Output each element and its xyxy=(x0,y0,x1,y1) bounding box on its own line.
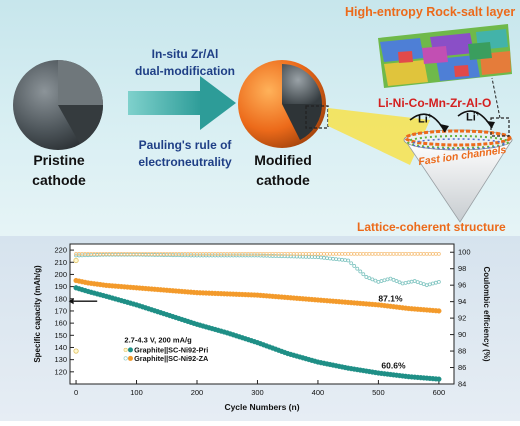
y2-tick-label: 84 xyxy=(458,380,466,389)
series-point-3 xyxy=(436,251,441,256)
series-point-0 xyxy=(436,376,442,382)
process-arrow xyxy=(128,76,236,130)
first-cycle-ce-point xyxy=(73,348,79,354)
condition-label: 2.7-4.3 V, 200 mA/g xyxy=(124,336,192,345)
y2-axis-label: Coulombic efficiency (%) xyxy=(482,266,491,361)
x-tick-label: 600 xyxy=(433,388,446,397)
x-tick-label: 200 xyxy=(191,388,204,397)
y-tick-label: 160 xyxy=(54,319,67,328)
series-point-2 xyxy=(391,277,396,282)
series-point-1 xyxy=(436,308,442,314)
cycling-chart: 0 100 200 300 400 500 600 120 130 140 150 160 170 180… xyxy=(33,243,491,412)
composition-label: Li-Ni-Co-Mn-Zr-Al-O xyxy=(378,96,492,110)
modified-label-line1: Modified xyxy=(254,152,312,168)
x-tick-label: 100 xyxy=(130,388,143,397)
y-tick-label: 140 xyxy=(54,343,67,352)
schematic-panel: Pristine cathode In-situ Zr/Al dual-modi… xyxy=(0,0,520,236)
plot-area xyxy=(69,243,455,385)
series-point-2 xyxy=(346,258,351,263)
series-point-2 xyxy=(436,279,441,284)
y-tick-label: 170 xyxy=(54,306,67,315)
pristine-label-line2: cathode xyxy=(32,172,86,188)
legend-label-za: Graphite||SC-Ni92-ZA xyxy=(134,354,209,363)
modified-label-line2: cathode xyxy=(256,172,310,188)
y-tick-label: 190 xyxy=(54,282,67,291)
series-point-2 xyxy=(361,272,366,277)
first-cycle-ce-point xyxy=(73,257,79,264)
legend-ce-marker-pri xyxy=(123,347,128,352)
series-point-2 xyxy=(397,280,402,285)
series-point-2 xyxy=(352,264,357,268)
li-ion-label-right: Li+ xyxy=(466,111,480,124)
x-tick-label: 0 xyxy=(74,388,78,397)
zoom-beam xyxy=(328,108,430,165)
series-point-2 xyxy=(358,269,363,274)
annotation-retention-pri: 60.6% xyxy=(381,361,406,371)
rule-line2: electroneutrality xyxy=(138,155,232,169)
annotation-retention-za: 87.1% xyxy=(378,294,403,304)
lattice-cone xyxy=(403,117,513,223)
method-line2: dual-modification xyxy=(135,64,235,78)
y-tick-label: 200 xyxy=(54,270,67,279)
li-ion-label-left: Li+ xyxy=(418,113,432,126)
series-point-2 xyxy=(364,275,369,279)
series-point-2 xyxy=(373,278,378,283)
x-tick-label: 500 xyxy=(372,388,385,397)
y-tick-label: 180 xyxy=(54,294,67,303)
legend-marker-pri xyxy=(127,347,133,353)
x-axis-label: Cycle Numbers (n) xyxy=(224,402,299,412)
series-point-2 xyxy=(388,276,393,281)
method-line1: In-situ Zr/Al xyxy=(151,47,219,61)
chart-panel: 0 100 200 300 400 500 600 120 130 140 150 160 170 180… xyxy=(0,236,520,421)
series-point-2 xyxy=(370,277,375,282)
y-tick-label: 120 xyxy=(54,367,67,376)
lattice-label: Lattice-coherent structure xyxy=(357,220,506,234)
rocksalt-title: High-entropy Rock-salt layer xyxy=(345,5,516,19)
y2-tick-label: 88 xyxy=(458,347,466,356)
y2-tick-label: 90 xyxy=(458,330,466,339)
y2-tick-label: 100 xyxy=(458,248,471,257)
y2-tick-label: 86 xyxy=(458,363,466,372)
rocksalt-lattice xyxy=(378,24,512,88)
capacity-axis-arrowhead xyxy=(68,298,74,305)
series-point-2 xyxy=(349,261,354,266)
legend-marker-za xyxy=(127,355,133,361)
y-tick-label: 210 xyxy=(54,258,67,267)
y2-tick-label: 96 xyxy=(458,281,466,290)
rule-line1: Pauling's rule of xyxy=(138,138,232,152)
series-point-2 xyxy=(394,279,399,283)
series-point-2 xyxy=(355,266,360,271)
x-tick-label: 400 xyxy=(312,388,325,397)
pristine-label-line1: Pristine xyxy=(33,152,85,168)
li-ion-arrows xyxy=(409,110,495,133)
series-point-2 xyxy=(367,276,372,281)
y-axis-label: Specific capacity (mAh/g) xyxy=(33,265,42,363)
modified-cathode-sphere xyxy=(238,60,329,148)
y-tick-label: 130 xyxy=(54,355,67,364)
pristine-cathode-sphere xyxy=(13,60,103,150)
y2-tick-label: 98 xyxy=(458,264,466,273)
y2-tick-label: 92 xyxy=(458,314,466,323)
y-tick-label: 150 xyxy=(54,331,67,340)
y2-tick-label: 94 xyxy=(458,297,466,306)
x-tick-label: 300 xyxy=(251,388,264,397)
zoom-line xyxy=(491,77,501,119)
legend-label-pri: Graphite||SC-Ni92-Pri xyxy=(134,345,208,354)
y-tick-label: 220 xyxy=(54,246,67,255)
legend-ce-marker-za xyxy=(123,356,128,361)
schematic-graphics xyxy=(13,24,513,223)
